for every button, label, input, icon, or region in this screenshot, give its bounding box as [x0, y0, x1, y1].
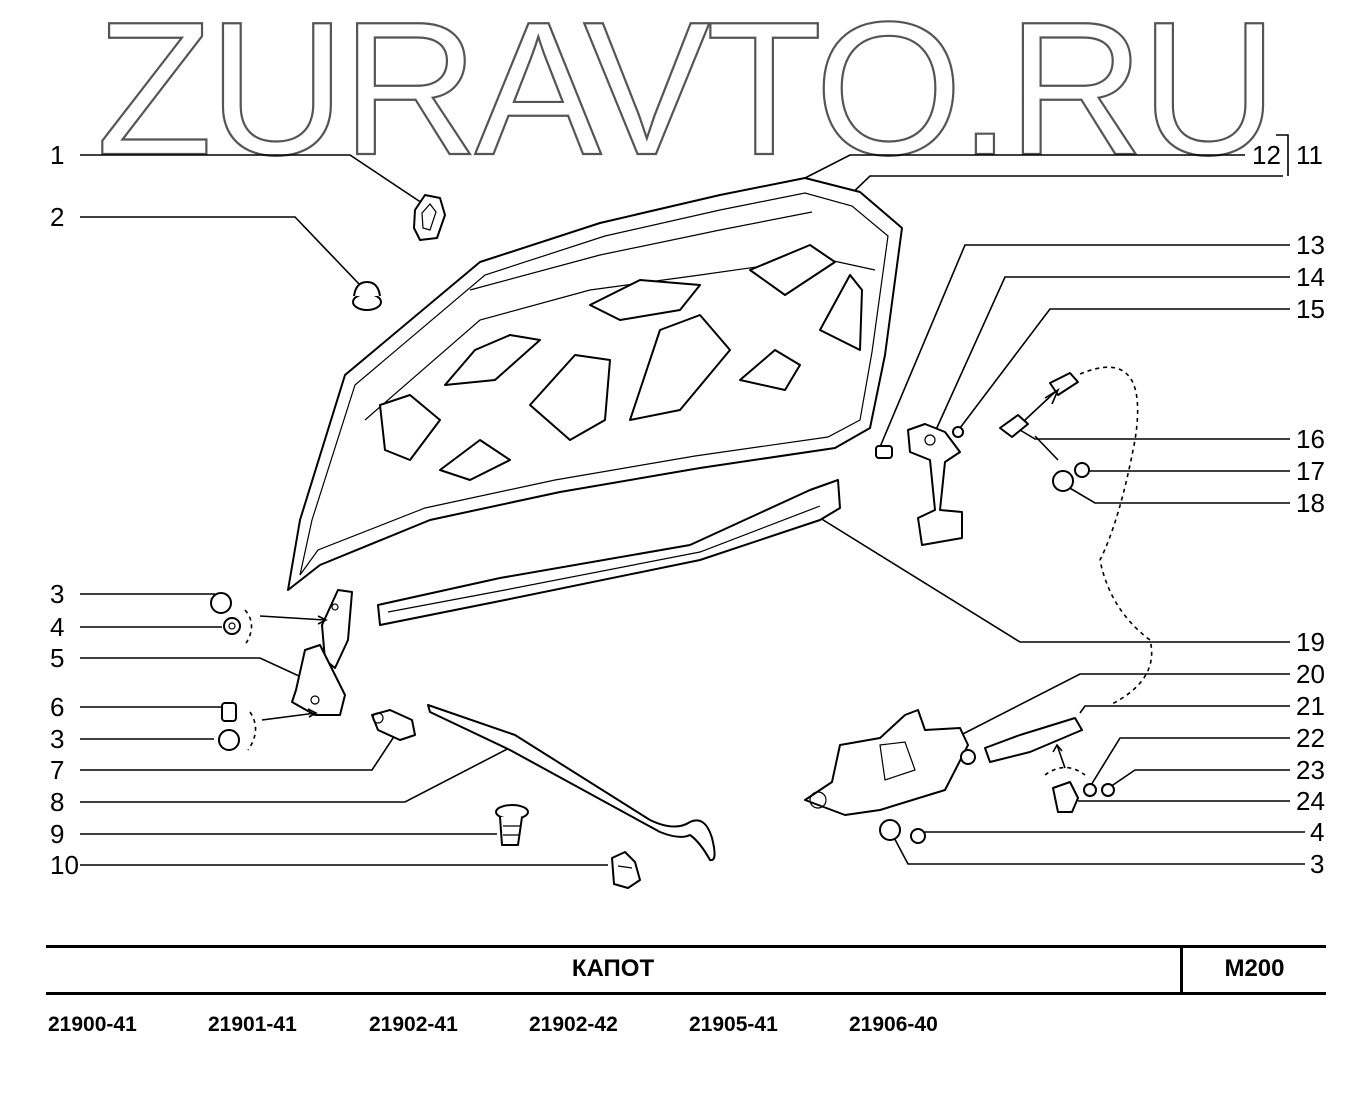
callout-22: 22	[1296, 723, 1325, 753]
washer-nut-right	[879, 819, 926, 844]
cable-clamp	[1044, 743, 1115, 813]
model-code: 21900-41	[48, 1013, 137, 1036]
callout-16: 16	[1296, 424, 1325, 454]
part-5-hinge	[291, 589, 353, 716]
watermark-logo: ZURAVTO.RU	[95, 0, 1279, 184]
callout-4-right: 4	[1310, 817, 1324, 847]
callout-18: 18	[1296, 488, 1325, 518]
callout-11: 11	[1296, 140, 1323, 170]
callout-24: 24	[1296, 786, 1325, 816]
callout-3: 3	[50, 579, 64, 609]
callout-20: 20	[1296, 659, 1325, 689]
cable-end-16	[999, 372, 1090, 492]
release-cable	[1079, 366, 1153, 706]
part-2-buffer	[352, 281, 382, 311]
hood-lock	[804, 709, 1083, 816]
release-lever	[875, 423, 964, 546]
callout-21: 21	[1296, 691, 1325, 721]
callout-1: 1	[50, 140, 64, 170]
callout-6: 6	[50, 692, 64, 722]
callouts-left: 1 2 3 4 5 6 3 7 8 9 10	[50, 140, 79, 880]
bolt-washer-6	[218, 702, 318, 751]
leader-lines-right	[804, 134, 1305, 865]
washer-nut-left	[210, 592, 328, 646]
callouts-right: 12 11 13 14 15 16 17 18 19 20 21 22 23 2…	[1252, 140, 1325, 879]
title-bar: КАПОТ M200	[46, 945, 1326, 995]
callout-14: 14	[1296, 262, 1325, 292]
part-19-seal	[377, 479, 841, 626]
callout-3-right: 3	[1310, 849, 1324, 879]
callout-7: 7	[50, 755, 64, 785]
callout-5: 5	[50, 643, 64, 673]
title-divider	[1180, 948, 1183, 992]
page-title: КАПОТ	[571, 955, 655, 982]
callout-12: 12	[1252, 140, 1281, 170]
part-9-push-clip	[495, 804, 529, 846]
callout-4: 4	[50, 612, 64, 642]
part-7-clip	[371, 709, 416, 741]
model-code: 21902-42	[529, 1013, 618, 1036]
leader-lines-left	[80, 154, 608, 866]
callout-15: 15	[1296, 294, 1325, 324]
callout-9: 9	[50, 819, 64, 849]
svg-text:ZURAVTO.RU: ZURAVTO.RU	[96, 0, 1273, 184]
callout-23: 23	[1296, 755, 1325, 785]
part-1-clip	[413, 194, 446, 241]
part-10-clamp	[611, 851, 641, 889]
section-code: M200	[1224, 955, 1285, 982]
model-code: 21901-41	[208, 1013, 297, 1036]
model-code: 21906-40	[849, 1013, 938, 1036]
callout-13: 13	[1296, 230, 1325, 260]
model-code: 21905-41	[689, 1013, 778, 1036]
hood-panel	[287, 177, 903, 591]
model-code: 21902-41	[369, 1013, 458, 1036]
callout-2: 2	[50, 202, 64, 232]
callout-10: 10	[50, 850, 79, 880]
part-8-prop-rod	[427, 704, 716, 862]
callout-17: 17	[1296, 456, 1325, 486]
callout-8: 8	[50, 787, 64, 817]
callout-3b: 3	[50, 724, 64, 754]
callout-19: 19	[1296, 627, 1325, 657]
